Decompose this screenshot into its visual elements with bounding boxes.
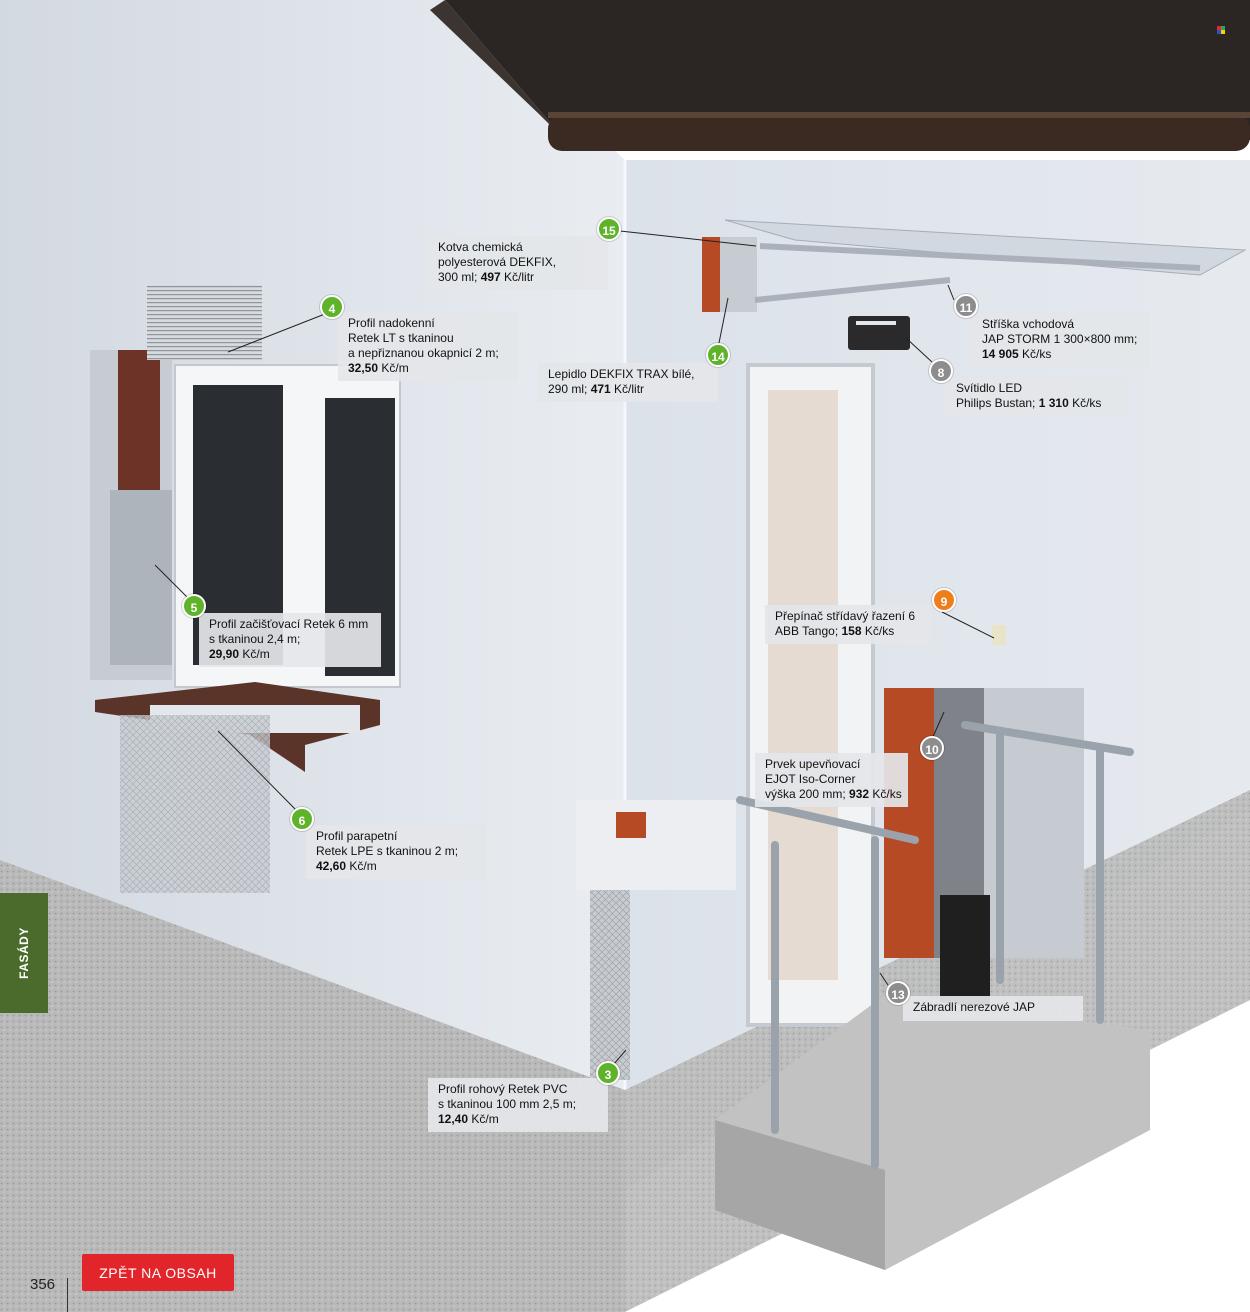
back-to-contents-label: ZPĚT NA OBSAH xyxy=(99,1264,217,1281)
callout-label-6: Profil parapetní Retek LPE s tkaninou 2 … xyxy=(306,825,486,879)
callout-price: 158 xyxy=(841,624,862,638)
callout-price-unit: Kč/m xyxy=(468,1112,499,1126)
callout-price-prefix: Philips Bustan; xyxy=(956,396,1039,410)
callout-badge-15: 15 xyxy=(597,217,621,241)
callout-price-unit: Kč/ks xyxy=(1068,396,1102,410)
callout-badge-4: 4 xyxy=(320,295,344,319)
callout-price-unit: Kč/m xyxy=(378,361,409,375)
callout-price-unit: Kč/m xyxy=(239,647,270,661)
callout-badge-10: 10 xyxy=(920,736,944,760)
page-divider xyxy=(67,1278,68,1312)
callout-price-unit: Kč/litr xyxy=(610,382,645,396)
callout-price-unit: Kč/litr xyxy=(500,270,535,284)
callout-label-4: Profil nadokenní Retek LT s tkaninou a n… xyxy=(338,312,518,381)
callout-line: Kotva chemická xyxy=(438,240,523,254)
callout-label-3: Profil rohový Retek PVC s tkaninou 100 m… xyxy=(428,1078,608,1132)
callout-label-13: Zábradlí nerezové JAP xyxy=(903,996,1083,1021)
callout-label-9: Přepínač střídavý řazení 6 ABB Tango; 15… xyxy=(765,605,931,644)
callout-label-15: Kotva chemická polyesterová DEKFIX, 300 … xyxy=(428,236,608,290)
callout-price-prefix: výška 200 mm; xyxy=(765,787,850,801)
callout-line: a nepřiznanou okapnicí 2 m; xyxy=(348,346,499,360)
callout-label-10: Prvek upevňovací EJOT Iso-Corner výška 2… xyxy=(755,753,908,807)
callout-badge-14: 14 xyxy=(706,343,730,367)
callout-label-11: Stříška vchodová JAP STORM 1 300×800 mm;… xyxy=(972,313,1150,367)
callout-price-unit: Kč/ks xyxy=(869,787,902,801)
callout-line: Profil nadokenní xyxy=(348,316,435,330)
callout-price: 932 xyxy=(849,787,870,801)
callout-badge-3: 3 xyxy=(596,1061,620,1085)
callout-line: Profil rohový Retek PVC xyxy=(438,1082,568,1096)
callout-price-prefix: 290 ml; xyxy=(548,382,591,396)
callout-price: 1 310 xyxy=(1038,396,1069,410)
callout-badge-6: 6 xyxy=(290,807,314,831)
callout-line: Svítidlo LED xyxy=(956,381,1023,395)
callout-badge-9: 9 xyxy=(932,588,956,612)
callout-price-unit: Kč/m xyxy=(346,859,377,873)
color-mark-icon xyxy=(1217,26,1225,34)
callout-line: Profil začišťovací Retek 6 mm xyxy=(209,617,369,631)
section-tab-label: FASÁDY xyxy=(17,927,31,979)
callout-badge-8: 8 xyxy=(929,359,953,383)
callout-line: s tkaninou 2,4 m; xyxy=(209,632,301,646)
callout-line: Lepidlo DEKFIX TRAX bílé, xyxy=(548,367,695,381)
callout-line: Retek LT s tkaninou xyxy=(348,331,454,345)
callout-price: 471 xyxy=(590,382,611,396)
callout-line: Profil parapetní xyxy=(316,829,398,843)
callout-label-8: Svítidlo LED Philips Bustan; 1 310 Kč/ks xyxy=(946,377,1126,416)
callout-line: JAP STORM 1 300×800 mm; xyxy=(982,332,1138,346)
callout-line: Stříška vchodová xyxy=(982,317,1075,331)
callout-price: 12,40 xyxy=(438,1112,469,1126)
callout-price-unit: Kč/ks xyxy=(1018,347,1052,361)
callout-badge-11: 11 xyxy=(954,294,978,318)
callout-price: 29,90 xyxy=(209,647,240,661)
callout-price-unit: Kč/ks xyxy=(861,624,895,638)
section-tab: FASÁDY xyxy=(0,893,48,1013)
callout-label-14: Lepidlo DEKFIX TRAX bílé, 290 ml; 471 Kč… xyxy=(538,363,718,402)
callout-line: Prvek upevňovací xyxy=(765,757,861,771)
callout-line: Zábradlí nerezové JAP xyxy=(913,1000,1036,1014)
callout-price: 14 905 xyxy=(982,347,1019,361)
callout-price-prefix: ABB Tango; xyxy=(775,624,842,638)
callout-badge-5: 5 xyxy=(182,594,206,618)
callout-label-5: Profil začišťovací Retek 6 mm s tkaninou… xyxy=(199,613,381,667)
callout-badge-13: 13 xyxy=(886,981,910,1005)
callout-line: Přepínač střídavý řazení 6 xyxy=(775,609,916,623)
page-number: 356 xyxy=(30,1276,56,1293)
callout-price-prefix: 300 ml; xyxy=(438,270,481,284)
callout-price: 497 xyxy=(480,270,501,284)
callout-price: 42,60 xyxy=(316,859,347,873)
back-to-contents-button[interactable]: ZPĚT NA OBSAH xyxy=(82,1254,234,1291)
callout-line: Retek LPE s tkaninou 2 m; xyxy=(316,844,459,858)
callout-line: EJOT Iso-Corner xyxy=(765,772,856,786)
callout-line: s tkaninou 100 mm 2,5 m; xyxy=(438,1097,577,1111)
callout-price: 32,50 xyxy=(348,361,379,375)
callout-line: polyesterová DEKFIX, xyxy=(438,255,557,269)
